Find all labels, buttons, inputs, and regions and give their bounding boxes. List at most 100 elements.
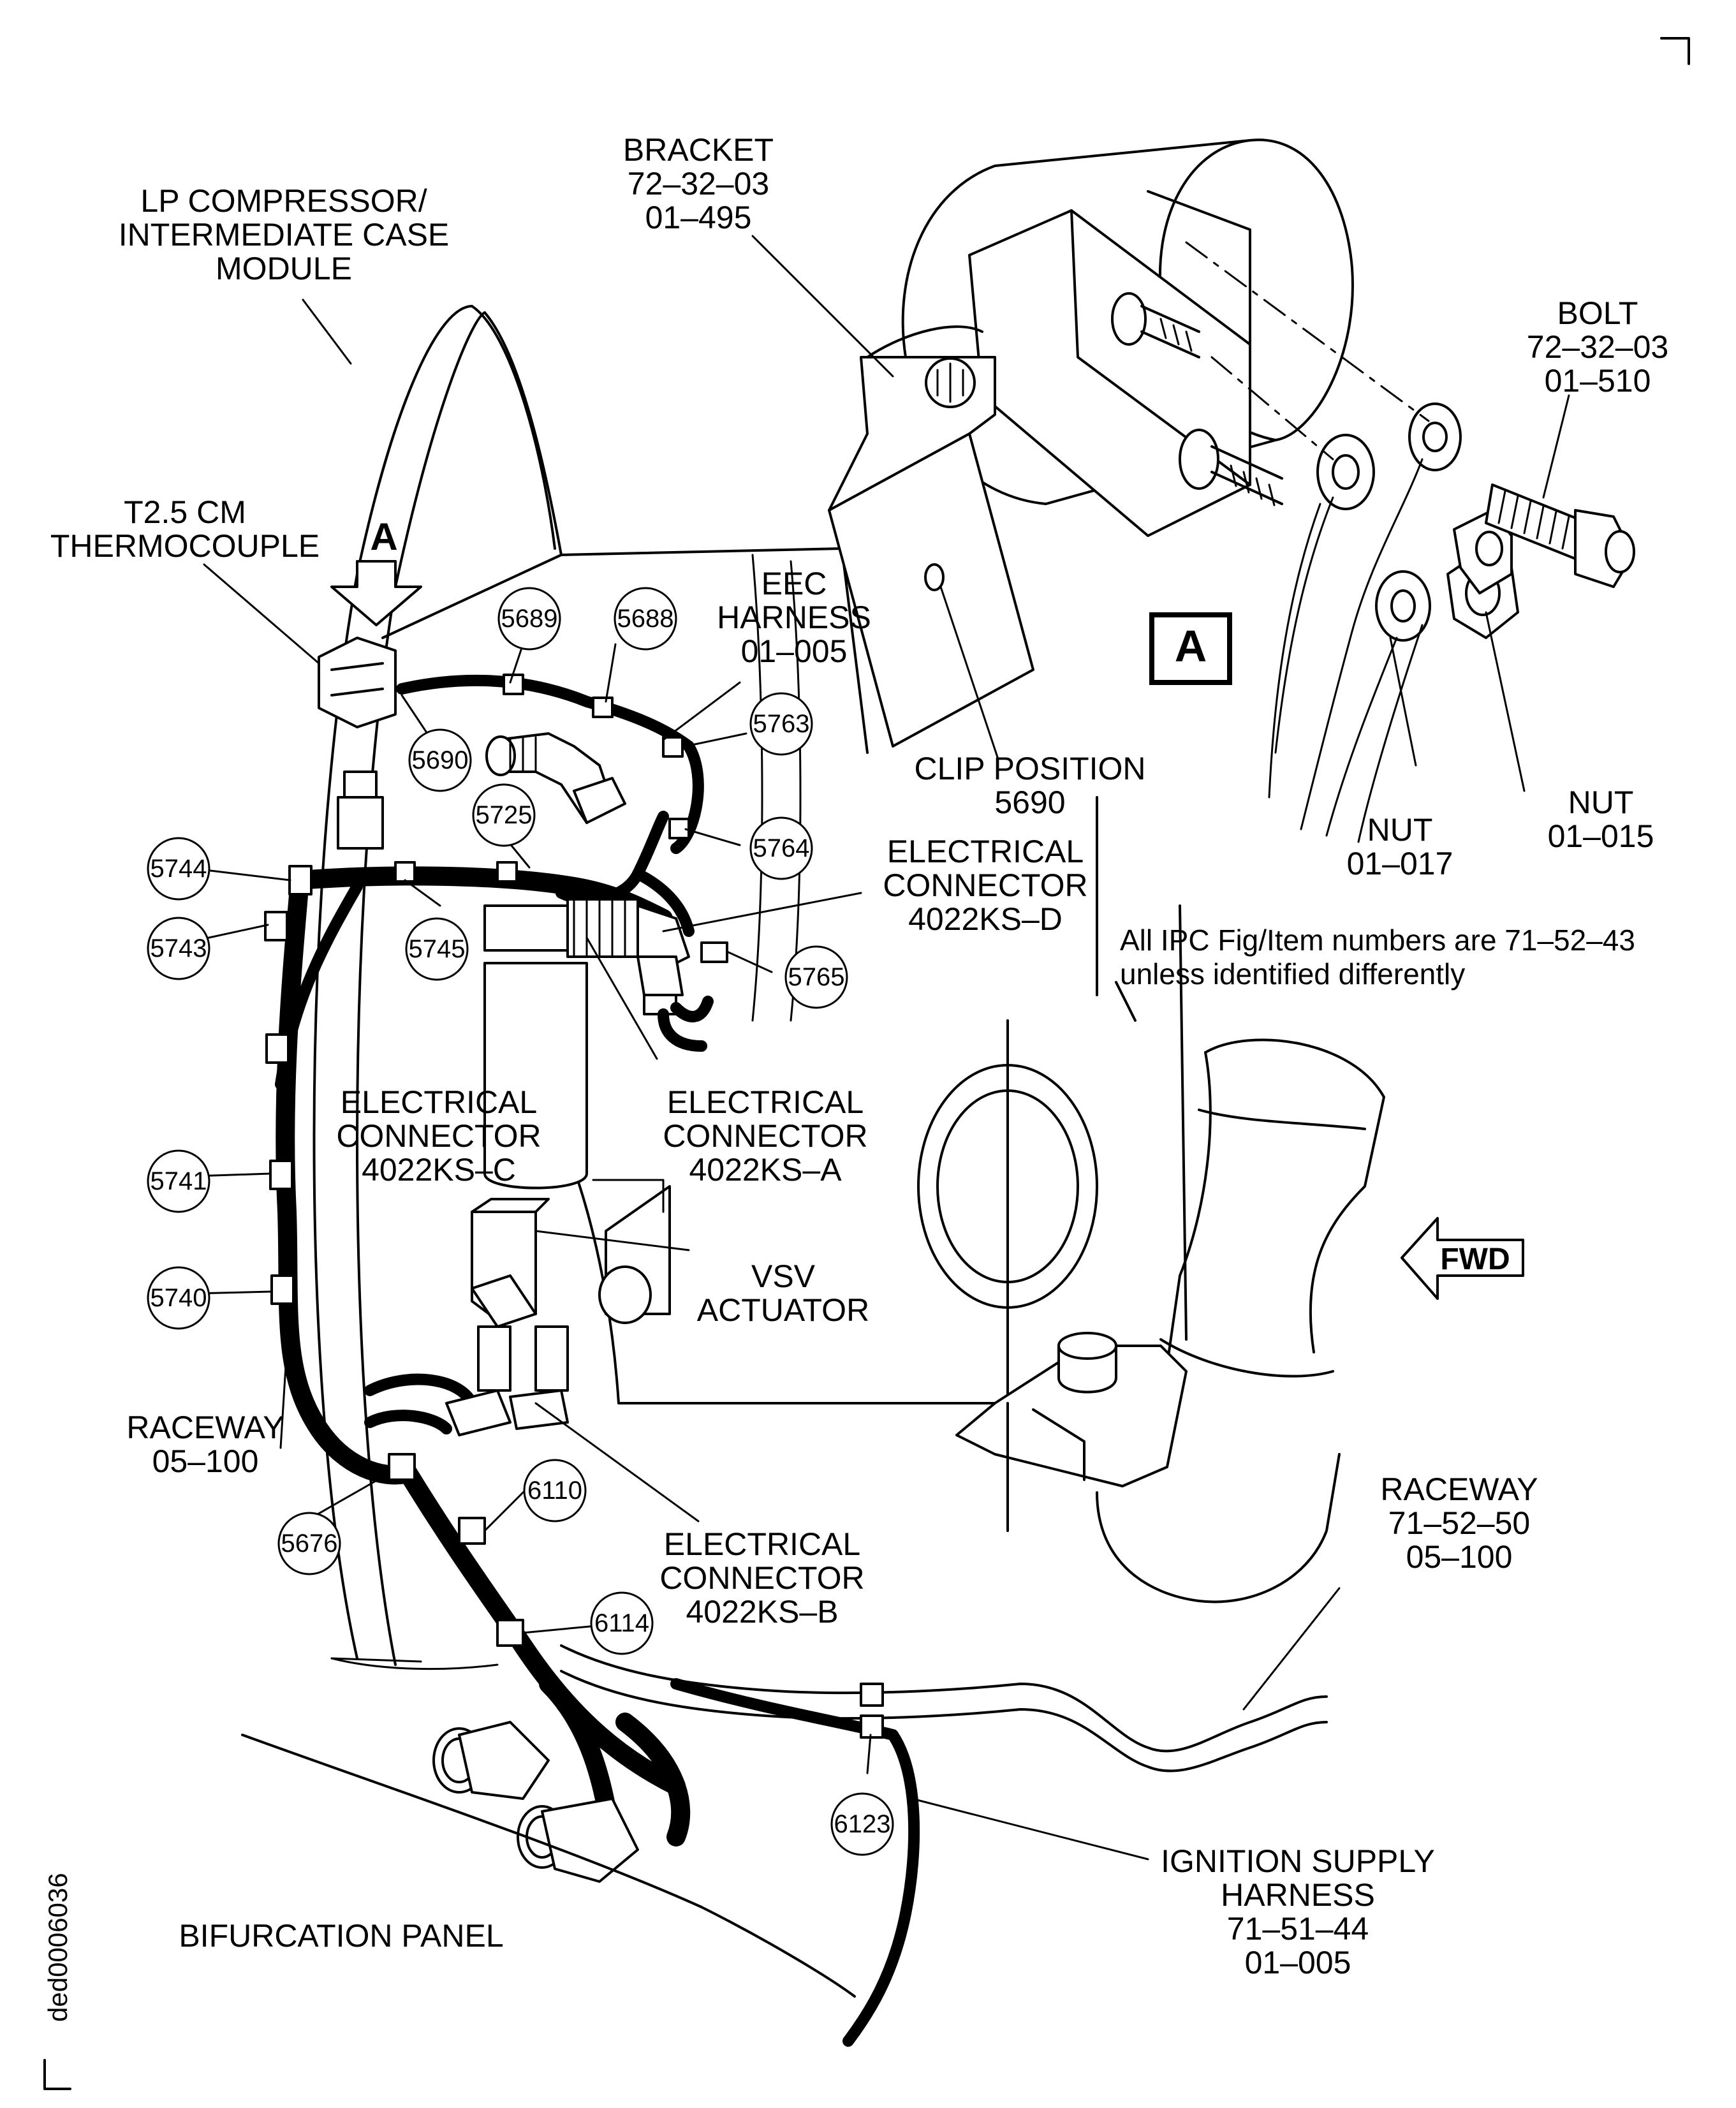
label-raceway-left: RACEWAY 05–100: [126, 1410, 284, 1479]
label-nut-017: NUT 01–017: [1347, 812, 1453, 881]
bolt-line-3: 01–510: [1545, 363, 1651, 399]
view-a-box-label: A: [1175, 621, 1207, 671]
label-conn-c: ELECTRICAL CONNECTOR 4022KS–C: [336, 1084, 541, 1188]
conn-c-line-1: ELECTRICAL: [341, 1084, 537, 1120]
ignition-line-4: 01–005: [1245, 1945, 1351, 1980]
label-lp-compressor: LP COMPRESSOR/ INTERMEDIATE CASE MODULE: [119, 183, 450, 286]
callout-5676-label: 5676: [281, 1529, 338, 1558]
eec-harness-line-1: EEC: [761, 566, 827, 601]
callout-5740: 5740: [147, 1266, 210, 1330]
callout-5725-label: 5725: [476, 801, 533, 829]
callout-5688-label: 5688: [617, 605, 674, 633]
label-ignition: IGNITION SUPPLY HARNESS 71–51–44 01–005: [1161, 1843, 1435, 1980]
drawing-code: ded0006036: [43, 1873, 73, 2022]
ignition-line-1: IGNITION SUPPLY: [1161, 1843, 1435, 1879]
callout-5741-label: 5741: [151, 1167, 207, 1195]
callout-5690: 5690: [408, 728, 472, 792]
conn-b-line-1: ELECTRICAL: [664, 1526, 860, 1562]
bolt-line-2: 72–32–03: [1527, 329, 1668, 365]
view-a-box: [1149, 612, 1232, 685]
ipc-note-line-2: unless identified differently: [1120, 957, 1465, 991]
conn-c-line-3: 4022KS–C: [362, 1152, 516, 1188]
eec-harness-line-2: HARNESS: [717, 600, 871, 635]
connector-parts: [241, 637, 856, 1998]
t25-line-2: THERMOCOUPLE: [50, 528, 320, 564]
callout-5689: 5689: [497, 587, 561, 651]
label-conn-d: ELECTRICAL CONNECTOR 4022KS–D: [883, 834, 1087, 937]
conn-d-line-3: 4022KS–D: [908, 901, 1063, 937]
vsv-line-1: VSV: [751, 1258, 816, 1294]
nut-017-line-2: 01–017: [1347, 846, 1453, 881]
conn-b-line-2: CONNECTOR: [659, 1560, 864, 1596]
label-vsv: VSV ACTUATOR: [697, 1258, 869, 1328]
clip-position-line-1: CLIP POSITION: [914, 751, 1145, 786]
bracket-line-2: 72–32–03: [628, 166, 769, 202]
bracket-line-3: 01–495: [645, 200, 752, 235]
ipc-note-line-1: All IPC Fig/Item numbers are 71–52–43: [1120, 924, 1635, 957]
callout-5764: 5764: [749, 816, 813, 880]
lp-compressor-line-3: MODULE: [216, 251, 352, 286]
label-nut-015: NUT 01–015: [1548, 785, 1654, 854]
callout-5690-label: 5690: [412, 746, 469, 774]
callout-5676: 5676: [277, 1512, 341, 1575]
callout-5763-label: 5763: [753, 710, 810, 738]
raceway-left-line-1: RACEWAY: [126, 1410, 284, 1445]
callout-5743-label: 5743: [151, 934, 207, 962]
label-ipc-note: All IPC Fig/Item numbers are 71–52–43 un…: [1120, 924, 1635, 991]
lp-compressor-line-1: LP COMPRESSOR/: [140, 183, 427, 219]
conn-a-line-1: ELECTRICAL: [667, 1084, 864, 1120]
corner-mark: [1660, 37, 1690, 65]
leader-lines: [193, 235, 1570, 1861]
vsv-line-2: ACTUATOR: [697, 1292, 869, 1328]
eec-harness-line-3: 01–005: [741, 633, 848, 669]
label-conn-b: ELECTRICAL CONNECTOR 4022KS–B: [659, 1526, 864, 1630]
clip-position-line-2: 5690: [994, 785, 1065, 820]
conn-b-line-3: 4022KS–B: [686, 1594, 838, 1630]
callout-5765: 5765: [784, 945, 848, 1009]
callout-5744-label: 5744: [151, 855, 207, 883]
view-a-arrow: [330, 560, 422, 626]
view-a-arrow-label: A: [370, 515, 397, 558]
callout-6114: 6114: [590, 1591, 654, 1655]
label-t25: T2.5 CM THERMOCOUPLE: [50, 494, 320, 564]
label-bolt: BOLT 72–32–03 01–510: [1527, 295, 1668, 399]
fwd-label: FWD: [1440, 1242, 1510, 1276]
detail-a-assembly: [828, 138, 1635, 843]
bolt-line-1: BOLT: [1557, 295, 1638, 331]
callout-5745-label: 5745: [409, 935, 466, 963]
conn-c-line-2: CONNECTOR: [336, 1118, 541, 1154]
raceway-right-line-1: RACEWAY: [1380, 1471, 1538, 1507]
callout-5744: 5744: [147, 837, 210, 901]
label-bracket: BRACKET 72–32–03 01–495: [623, 132, 774, 235]
callout-5740-label: 5740: [151, 1284, 207, 1312]
conn-d-line-2: CONNECTOR: [883, 867, 1087, 903]
callout-5765-label: 5765: [788, 963, 845, 991]
t25-line-1: T2.5 CM: [124, 494, 246, 530]
raceway-right-line-2: 71–52–50: [1388, 1505, 1530, 1541]
callout-5764-label: 5764: [753, 834, 810, 862]
callout-5745: 5745: [405, 917, 469, 981]
label-clip-position: CLIP POSITION 5690: [914, 751, 1145, 820]
nut-015-line-2: 01–015: [1548, 818, 1654, 854]
callout-5689-label: 5689: [501, 605, 558, 633]
callout-6110-label: 6110: [527, 1477, 582, 1505]
conn-a-line-2: CONNECTOR: [663, 1118, 867, 1154]
nut-017-line-1: NUT: [1367, 812, 1433, 848]
label-bifurcation-panel: BIFURCATION PANEL: [179, 1918, 503, 1954]
callout-6123: 6123: [830, 1792, 894, 1856]
conn-d-line-1: ELECTRICAL: [887, 834, 1084, 869]
raceway-left-line-2: 05–100: [152, 1443, 259, 1479]
callout-5743: 5743: [147, 917, 210, 980]
fwd-arrow: FWD: [1401, 1217, 1524, 1300]
right-engine-components: [917, 796, 1385, 1603]
callout-5763: 5763: [749, 692, 813, 756]
callout-6110: 6110: [523, 1459, 587, 1522]
bracket-line-1: BRACKET: [623, 132, 774, 168]
ignition-line-3: 71–51–44: [1227, 1911, 1369, 1947]
callout-5725: 5725: [472, 783, 536, 847]
drawing-code-bracket: [43, 2059, 71, 2090]
nut-015-line-1: NUT: [1568, 785, 1634, 820]
raceway-right-line-3: 05–100: [1406, 1539, 1513, 1575]
callout-5741: 5741: [147, 1149, 210, 1213]
